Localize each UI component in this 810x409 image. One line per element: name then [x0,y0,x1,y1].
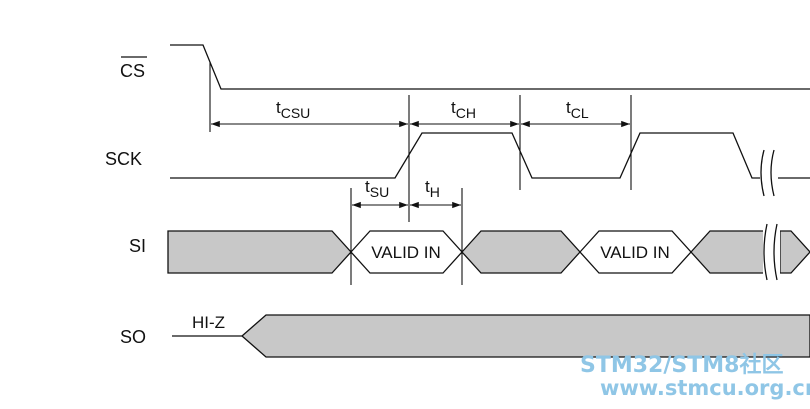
si-label: SI [129,236,146,256]
so-bus [241,314,810,358]
tsu-label: tSU [365,177,389,200]
cs-label: CS [120,61,145,81]
watermark-url: www.stmcu.org.cn [600,376,810,400]
so-label: SO [120,327,146,347]
sck-waveform [170,132,760,179]
sck-break-icon [760,149,776,198]
tcsu-label: tCSU [276,98,310,121]
si-valid-2-text: VALID IN [600,243,670,262]
tcl-label: tCL [566,98,589,121]
watermark-title: STM32/STM8社区 [580,352,783,378]
si-dontcare-1 [167,230,352,274]
cs-waveform [170,44,810,90]
sck-label: SCK [105,149,142,169]
so-hiz-label: HI-Z [192,313,225,332]
tch-label: tCH [451,98,476,121]
si-break-icon [763,223,780,281]
si-dontcare-3 [690,230,766,274]
si-dontcare-2 [461,230,581,274]
th-label: tH [425,177,440,200]
si-valid-1-text: VALID IN [371,243,441,262]
si-dontcare-4 [779,230,810,274]
